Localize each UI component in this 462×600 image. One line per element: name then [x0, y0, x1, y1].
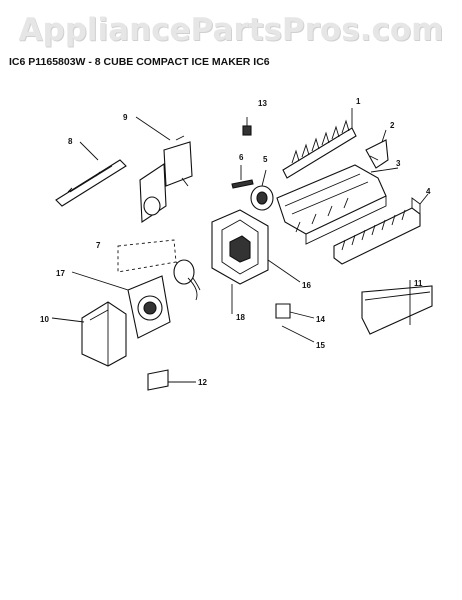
part-15-leader	[281, 325, 315, 343]
callout-14: 14	[316, 315, 325, 324]
part-13-screw[interactable]	[242, 117, 252, 136]
watermark: AppliancePartsPros.com	[18, 12, 444, 48]
callout-6: 6	[239, 153, 244, 162]
callout-11: 11	[414, 279, 423, 288]
callout-9: 9	[123, 113, 128, 122]
callout-18: 18	[236, 313, 245, 322]
callout-17: 17	[56, 269, 65, 278]
callout-12: 12	[198, 378, 207, 387]
part-8-bar[interactable]	[55, 141, 127, 207]
part-12-label[interactable]	[147, 369, 196, 391]
callout-7: 7	[96, 241, 101, 250]
part-9-switch[interactable]	[135, 116, 193, 223]
part-17-gear-plate[interactable]	[71, 259, 198, 339]
callout-1: 1	[356, 97, 361, 106]
callout-10: 10	[40, 315, 49, 324]
callout-16: 16	[302, 281, 311, 290]
part-3-ice-mold[interactable]	[276, 164, 399, 245]
part-4-rake[interactable]	[333, 193, 429, 265]
callout-4: 4	[426, 187, 431, 196]
part-2-bracket[interactable]	[365, 129, 389, 169]
part-6-arm[interactable]	[231, 165, 254, 189]
part-16-housing[interactable]	[211, 209, 301, 285]
callout-3: 3	[396, 159, 401, 168]
part-1-ejector[interactable]	[282, 108, 357, 179]
callout-15: 15	[316, 341, 325, 350]
callout-2: 2	[390, 121, 395, 130]
part-10-cover[interactable]	[51, 301, 127, 367]
part-14-bracket[interactable]	[275, 303, 315, 319]
part-11-shield[interactable]	[361, 280, 433, 335]
part-5-motor[interactable]	[250, 169, 274, 211]
callout-13: 13	[258, 99, 267, 108]
diagram-title: IC6 P1165803W - 8 CUBE COMPACT ICE MAKER…	[9, 56, 270, 68]
callout-8: 8	[68, 137, 73, 146]
callout-5: 5	[263, 155, 268, 164]
